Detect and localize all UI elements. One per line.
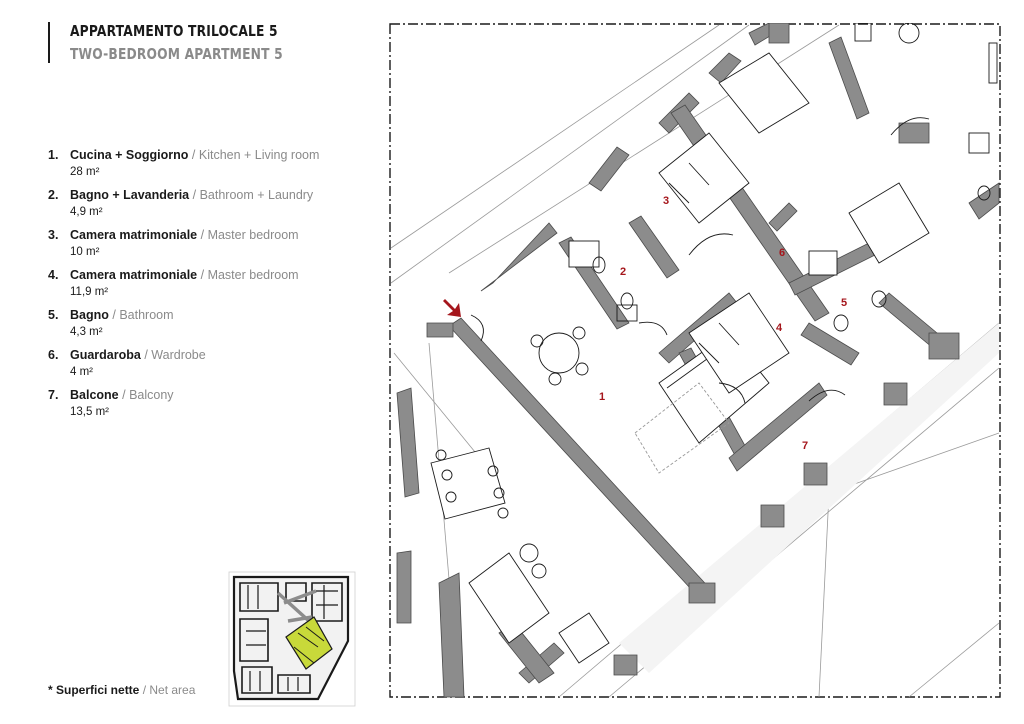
room-item-5: 5. Bagno / Bathroom 4,3 m²: [48, 307, 368, 341]
room-name-en: / Wardrobe: [144, 348, 206, 362]
room-name-en: / Master bedroom: [200, 228, 299, 242]
room-item-1: 1. Cucina + Soggiorno / Kitchen + Living …: [48, 147, 368, 181]
title-english: TWO-BEDROOM APARTMENT 5: [70, 45, 283, 63]
highlighted-apartment: [285, 616, 333, 670]
room-number: 2.: [48, 188, 59, 202]
plan-frame: [389, 23, 1001, 698]
room-item-7: 7. Balcone / Balcony 13,5 m²: [48, 387, 368, 421]
room-item-4: 4. Camera matrimoniale / Master bedroom 1…: [48, 267, 368, 301]
room-area: 4,9 m²: [70, 206, 103, 218]
room-number: 3.: [48, 228, 59, 242]
title-italian: APPARTAMENTO TRILOCALE 5: [70, 22, 278, 40]
room-name-en: / Balcony: [122, 388, 174, 402]
room-area: 10 m²: [70, 246, 100, 258]
floor-plan: 1 2 3 4 5 6 7: [389, 23, 1001, 698]
note-english: / Net area: [142, 683, 196, 697]
room-name-it: Camera matrimoniale: [70, 228, 198, 242]
plan-label-3: 3: [663, 195, 669, 207]
plan-label-6: 6: [779, 247, 785, 259]
room-item-2: 2. Bagno + Lavanderia / Bathroom + Laundr…: [48, 187, 368, 221]
room-number: 7.: [48, 388, 59, 402]
room-area: 11,9 m²: [70, 286, 109, 298]
plan-label-7: 7: [802, 440, 808, 452]
room-name-it: Balcone: [70, 388, 119, 402]
room-name-it: Cucina + Soggiorno: [70, 148, 189, 162]
net-area-note: * Superfici nette / Net area: [48, 683, 195, 697]
room-name-en: / Master bedroom: [200, 268, 299, 282]
room-name-en: / Kitchen + Living room: [191, 148, 320, 162]
room-name-it: Bagno: [70, 308, 109, 322]
plan-label-4: 4: [776, 322, 783, 334]
room-number: 6.: [48, 348, 59, 362]
room-number: 5.: [48, 308, 59, 322]
room-name-it: Bagno + Lavanderia: [70, 188, 190, 202]
note-italian: * Superfici nette: [48, 683, 140, 697]
room-name-en: / Bathroom + Laundry: [192, 188, 314, 202]
room-area: 4,3 m²: [70, 326, 103, 338]
title-block: APPARTAMENTO TRILOCALE 5 TWO-BEDROOM APA…: [48, 22, 330, 63]
room-area: 13,5 m²: [70, 406, 109, 418]
plan-label-1: 1: [599, 391, 605, 403]
plan-label-5: 5: [841, 297, 847, 309]
room-number: 1.: [48, 148, 59, 162]
room-name-en: / Bathroom: [112, 308, 174, 322]
room-item-6: 6. Guardaroba / Wardrobe 4 m²: [48, 347, 368, 381]
entrance-arrow-icon: [443, 299, 461, 317]
room-name-it: Camera matrimoniale: [70, 268, 198, 282]
room-item-3: 3. Camera matrimoniale / Master bedroom 1…: [48, 227, 368, 261]
room-number: 4.: [48, 268, 59, 282]
room-area: 28 m²: [70, 166, 100, 178]
room-name-it: Guardaroba: [70, 348, 141, 362]
plan-label-2: 2: [620, 266, 626, 278]
key-plan-map: [228, 571, 356, 707]
room-list: 1. Cucina + Soggiorno / Kitchen + Living …: [48, 147, 368, 427]
room-area: 4 m²: [70, 366, 93, 378]
